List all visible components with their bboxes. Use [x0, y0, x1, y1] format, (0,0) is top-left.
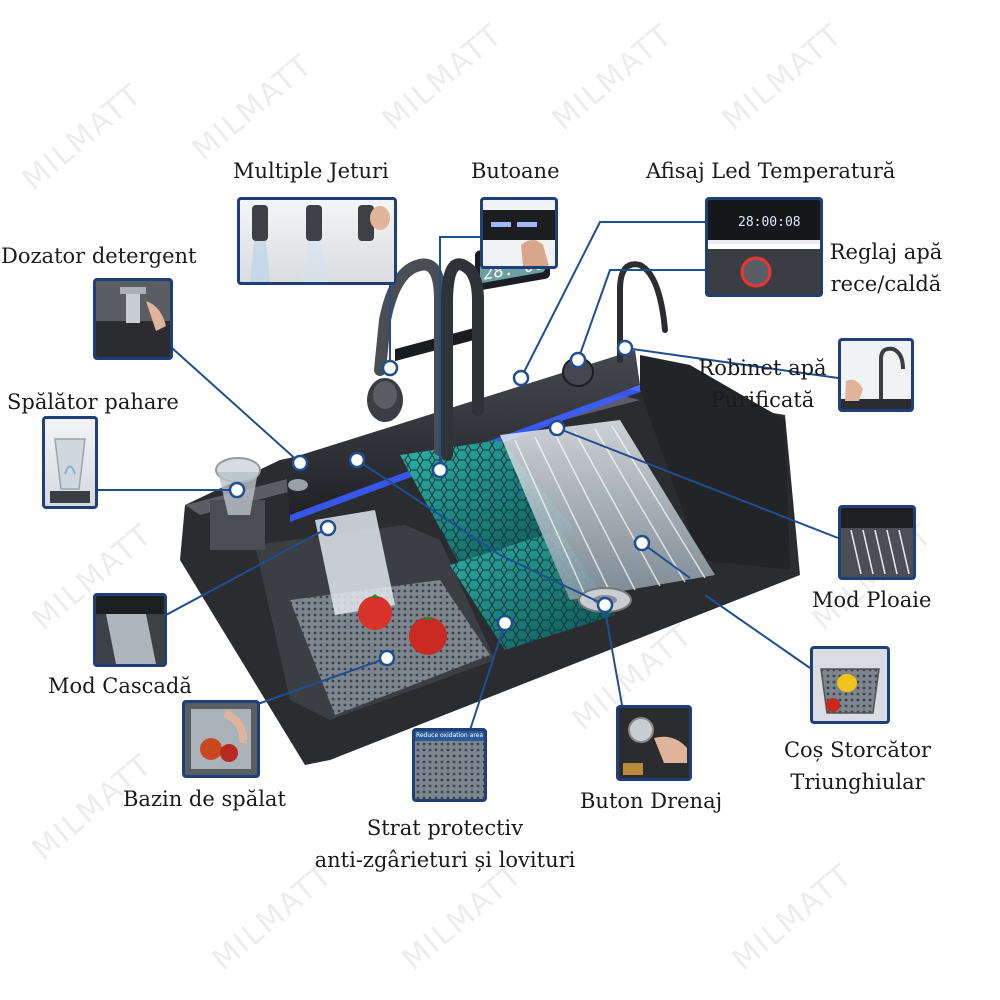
- hotspot-coating: [496, 614, 514, 632]
- hotspot-detergent: [291, 454, 309, 472]
- label-purified-line2: Purificată: [710, 387, 815, 412]
- leader-lines: [95, 221, 839, 731]
- sink-body: 28: 00:08: [180, 238, 800, 765]
- hotspot-drain: [596, 596, 614, 614]
- label-coating-line1: Strat protectiv: [366, 816, 524, 840]
- label-basket: Coș Storcător Triunghiular: [775, 735, 940, 798]
- inset-multiple-jets: [237, 197, 397, 285]
- hotspot-glass: [228, 481, 246, 499]
- label-led-display: Afisaj Led Temperatură: [646, 159, 896, 183]
- inset-basket: [810, 646, 890, 724]
- hotspot-rain-2: [633, 534, 651, 552]
- label-purified-tap: Robinet apă Purificată: [690, 353, 835, 416]
- hotspot-jets: [381, 359, 399, 377]
- inset-led-and-temperature: 28:00:08: [705, 197, 823, 297]
- hotspot-cascade: [319, 519, 337, 537]
- svg-text:28:00:08: 28:00:08: [738, 215, 801, 230]
- label-glass-washer: Spălător pahare: [7, 390, 179, 414]
- label-multiple-jets: Multiple Jeturi: [233, 159, 389, 183]
- label-water-temp-line1: Reglaj apă: [829, 240, 943, 264]
- label-wash-basin: Bazin de spălat: [123, 787, 286, 811]
- label-water-temp-line2: rece/caldă: [830, 271, 942, 296]
- hotspot-rain: [548, 419, 566, 437]
- label-drain-button: Buton Drenaj: [580, 789, 723, 813]
- hotspot-display: [512, 369, 530, 387]
- hotspot-knob: [569, 351, 587, 369]
- hotspot-rinser: [348, 451, 366, 469]
- purified-tap: [617, 261, 668, 363]
- label-buttons: Butoane: [471, 159, 560, 183]
- label-coating: Strat protectiv anti-zgârieturi și lovit…: [290, 813, 600, 876]
- inset-drain-button: [616, 705, 692, 781]
- inset-rain-mode: [838, 505, 916, 580]
- inset-detergent: [93, 278, 173, 360]
- hotspot-buttons: [431, 461, 449, 479]
- label-rain-mode: Mod Ploaie: [812, 588, 932, 612]
- label-purified-line1: Robinet apă: [698, 356, 827, 380]
- hotspots: [228, 339, 651, 667]
- inset-wash-basin: [182, 700, 260, 778]
- inset-coating-caption: Reduce oxidation area: [415, 731, 484, 741]
- inset-cascade-mode: [93, 593, 167, 667]
- inset-buttons: [480, 197, 558, 269]
- label-coating-line2: anti-zgârieturi și lovituri: [314, 847, 576, 872]
- hotspot-purified: [616, 339, 634, 357]
- inset-purified-tap: [838, 338, 914, 412]
- label-water-temp: Reglaj apă rece/caldă: [816, 237, 956, 300]
- hotspot-basin: [378, 649, 396, 667]
- label-detergent: Dozator detergent: [1, 244, 197, 268]
- label-cascade-mode: Mod Cascadă: [48, 674, 192, 698]
- label-basket-line1: Coș Storcător: [783, 738, 932, 762]
- inset-coating: Reduce oxidation area: [412, 728, 487, 802]
- label-basket-line2: Triunghiular: [790, 769, 925, 794]
- inset-glass-washer: [42, 416, 98, 509]
